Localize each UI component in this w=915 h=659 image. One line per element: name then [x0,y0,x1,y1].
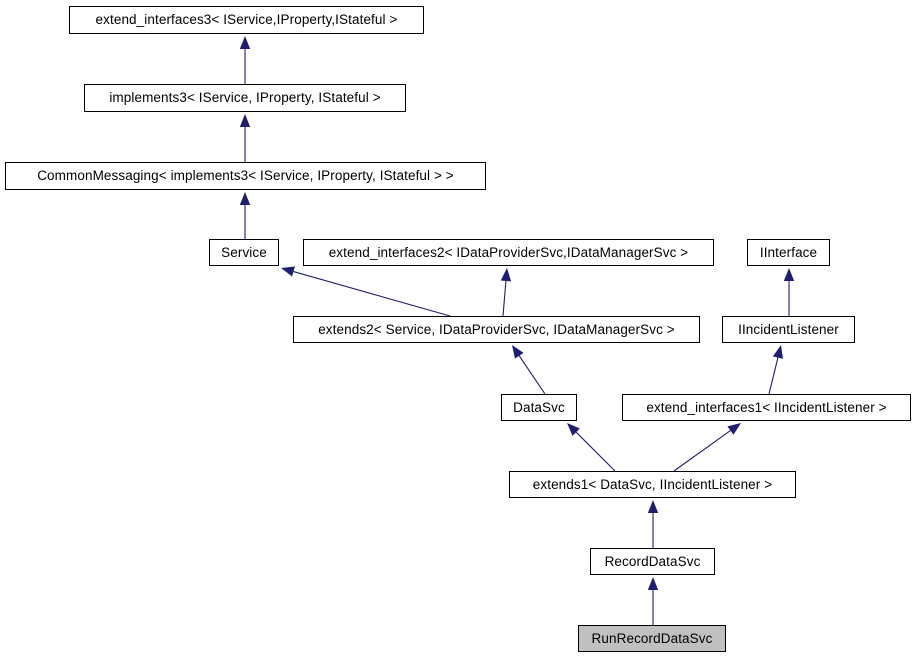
class-node-iinterface[interactable]: IInterface [747,239,830,266]
inheritance-edge-line [575,431,616,472]
class-node-datasvc[interactable]: DataSvc [501,394,577,421]
inheritance-arrowhead [512,345,524,359]
inheritance-arrowhead [783,268,795,281]
inheritance-arrowhead [281,266,295,277]
inheritance-edge-line [502,280,507,317]
inheritance-edge-line [768,357,779,395]
class-node-label: implements3< IService, IProperty, IState… [109,90,381,106]
class-node-runrecorddatasvc[interactable]: RunRecordDataSvc [578,625,726,652]
inheritance-edge-line [518,355,546,395]
class-node-extends1[interactable]: extends1< DataSvc, IIncidentListener > [509,471,796,498]
class-node-label: extends1< DataSvc, IIncidentListener > [532,476,773,492]
class-node-service[interactable]: Service [209,239,279,266]
inheritance-arrowhead [239,36,251,49]
class-node-label: CommonMessaging< implements3< IService, … [37,168,454,184]
inheritance-arrowhead [567,423,580,436]
class-node-implements3[interactable]: implements3< IService, IProperty, IState… [84,84,406,112]
class-node-label: DataSvc [513,399,565,415]
class-node-iincidentlistener[interactable]: IIncidentListener [722,316,855,343]
class-node-label: IInterface [759,244,818,260]
inheritance-arrowhead [239,114,251,127]
class-node-label: RecordDataSvc [604,553,701,569]
inheritance-arrowhead [647,577,659,590]
class-node-label: extend_interfaces3< IService,IProperty,I… [95,12,398,28]
inheritance-arrowhead [772,345,783,359]
class-node-label: IIncidentListener [738,321,839,337]
inheritance-edge-line [293,271,451,317]
class-node-common_messaging[interactable]: CommonMessaging< implements3< IService, … [5,162,486,190]
inheritance-arrowhead [239,192,251,205]
class-node-extend_interfaces3[interactable]: extend_interfaces3< IService,IProperty,I… [69,6,424,34]
class-node-label: extend_interfaces2< IDataProviderSvc,IDa… [328,244,689,260]
class-node-label: extend_interfaces1< IIncidentListener > [646,399,887,415]
class-node-label: RunRecordDataSvc [591,630,713,646]
inheritance-edge-line [673,430,731,472]
class-node-extends2[interactable]: extends2< Service, IDataProviderSvc, IDa… [293,316,700,343]
class-node-extend_interfaces1[interactable]: extend_interfaces1< IIncidentListener > [622,394,911,421]
class-node-extend_interfaces2[interactable]: extend_interfaces2< IDataProviderSvc,IDa… [303,239,714,266]
class-node-label: Service [221,244,267,260]
class-node-label: extends2< Service, IDataProviderSvc, IDa… [318,321,675,337]
inheritance-arrowhead [727,423,741,435]
inheritance-arrowhead [500,268,512,282]
class-node-recorddatasvc[interactable]: RecordDataSvc [590,548,715,575]
inheritance-arrowhead [647,500,659,513]
